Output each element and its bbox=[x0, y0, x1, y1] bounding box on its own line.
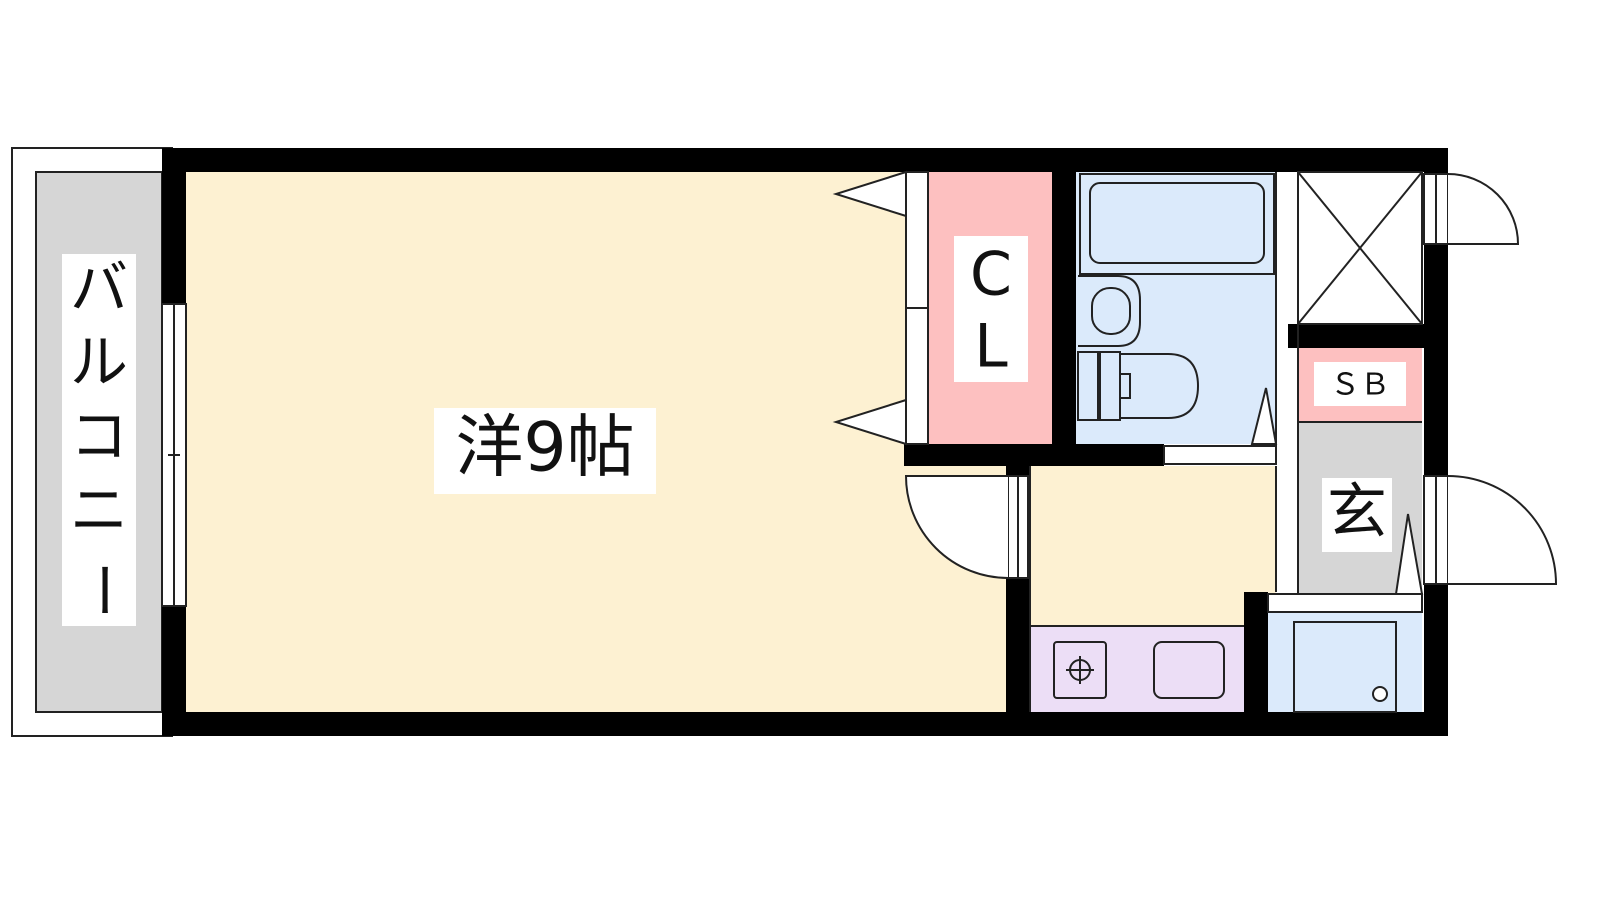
entrance-label-bg bbox=[1322, 478, 1392, 552]
entrance-label: 玄 bbox=[1327, 478, 1387, 548]
kitchen-area bbox=[1030, 626, 1244, 712]
exterior-door-top bbox=[1423, 173, 1520, 245]
closet-label-c: C bbox=[970, 240, 1012, 310]
gas-burner-icon bbox=[1053, 641, 1107, 699]
front-door bbox=[1423, 475, 1558, 585]
toilet-icon bbox=[1077, 351, 1200, 421]
balcony-window bbox=[161, 303, 187, 607]
balcony-label-char-4: ニ bbox=[70, 476, 128, 544]
entrance-door-leaf bbox=[1394, 513, 1424, 595]
utility-area bbox=[1268, 612, 1422, 712]
interior-walls bbox=[904, 172, 1424, 712]
balcony-label-char-2: ル bbox=[70, 328, 128, 396]
balcony-label-char-1: バ bbox=[70, 254, 128, 322]
utility-frame bbox=[1293, 621, 1397, 713]
outer-walls bbox=[162, 148, 1448, 736]
thin-partitions bbox=[905, 171, 1423, 712]
closet-door bbox=[832, 170, 907, 446]
washbasin-icon bbox=[1078, 275, 1141, 347]
closet-label-l: L bbox=[974, 312, 1008, 382]
sink-icon bbox=[1153, 641, 1225, 699]
western-room-label: 洋9帖 bbox=[455, 409, 634, 488]
room-door bbox=[904, 475, 1029, 579]
western-label-bg bbox=[434, 408, 656, 494]
shoe-box-label: ＳＢ bbox=[1330, 368, 1390, 403]
drain-icon bbox=[1372, 686, 1388, 702]
balcony-label-bg bbox=[62, 254, 136, 626]
bath-door bbox=[1250, 387, 1278, 445]
balcony-label-char-5: ー bbox=[69, 561, 137, 619]
closet-label-bg bbox=[954, 236, 1028, 382]
shoe-box-label-bg bbox=[1314, 362, 1406, 406]
storage-box bbox=[1297, 171, 1423, 325]
balcony-label-char-3: コ bbox=[70, 402, 128, 470]
bathtub-icon bbox=[1079, 173, 1275, 275]
